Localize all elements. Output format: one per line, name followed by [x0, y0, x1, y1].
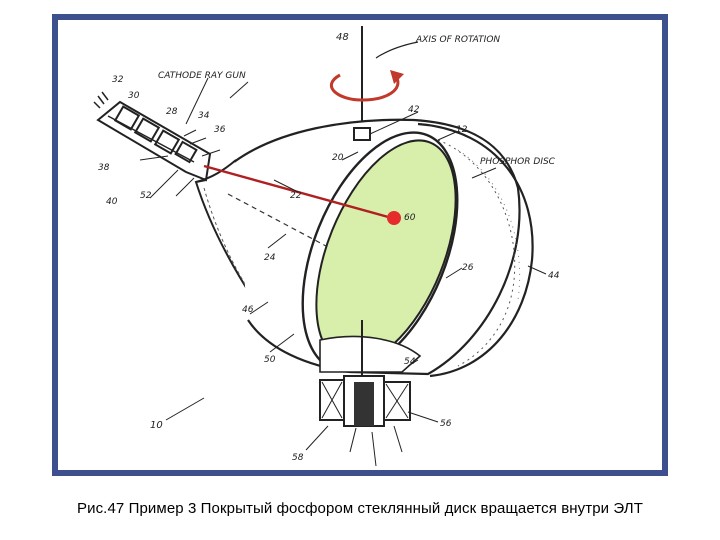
label-24: 24: [264, 253, 276, 263]
motor-assembly: [319, 375, 411, 427]
bottom-shelf: [319, 335, 422, 373]
label-20: 20: [332, 153, 344, 163]
label-52: 52: [140, 191, 152, 201]
label-axis-of-rotation: AXIS OF ROTATION: [415, 35, 500, 45]
label-54: 54: [404, 357, 416, 367]
top-bearing: [353, 127, 371, 141]
label-12: 12: [456, 125, 468, 135]
label-34: 34: [198, 111, 210, 121]
crt-patent-drawing: 48 AXIS OF ROTATION CATHODE RAY GUN PHOS…: [93, 26, 560, 467]
label-50: 50: [264, 355, 276, 365]
label-42: 42: [408, 105, 420, 115]
bulb-right-hemisphere: [417, 122, 534, 378]
funnel-top-edge: [195, 159, 237, 183]
label-32: 32: [112, 75, 124, 85]
label-30: 30: [128, 91, 140, 101]
label-40: 40: [106, 197, 118, 207]
label-phosphor-disc: PHOSPHOR DISC: [480, 157, 556, 167]
beam-spot: [387, 211, 401, 225]
label-58: 58: [292, 453, 304, 463]
label-26: 26: [462, 263, 474, 273]
label-22: 22: [290, 191, 302, 201]
electron-gun: [93, 91, 212, 182]
rotation-arrow-icon: [329, 73, 400, 102]
label-cathode-ray-gun: CATHODE RAY GUN: [158, 71, 246, 81]
figure-frame: 48 AXIS OF ROTATION CATHODE RAY GUN PHOS…: [52, 14, 668, 476]
label-28: 28: [166, 107, 178, 117]
figure-caption: Рис.47 Пример 3 Покрытый фосфором стекля…: [77, 500, 643, 517]
label-10: 10: [150, 420, 163, 431]
label-46: 46: [242, 305, 254, 315]
hemisphere-stipple: [437, 139, 516, 367]
axis-label-leader: [375, 41, 419, 59]
label-56: 56: [440, 419, 452, 429]
beam-dashed-projection: [227, 193, 327, 247]
leader-lines: [139, 77, 547, 467]
label-axis-ref: 48: [336, 32, 349, 43]
label-38: 38: [98, 163, 110, 173]
label-36: 36: [214, 125, 226, 135]
label-spot: 60: [404, 213, 416, 223]
label-44: 44: [548, 271, 560, 281]
rotation-arrowhead-icon: [390, 70, 404, 84]
